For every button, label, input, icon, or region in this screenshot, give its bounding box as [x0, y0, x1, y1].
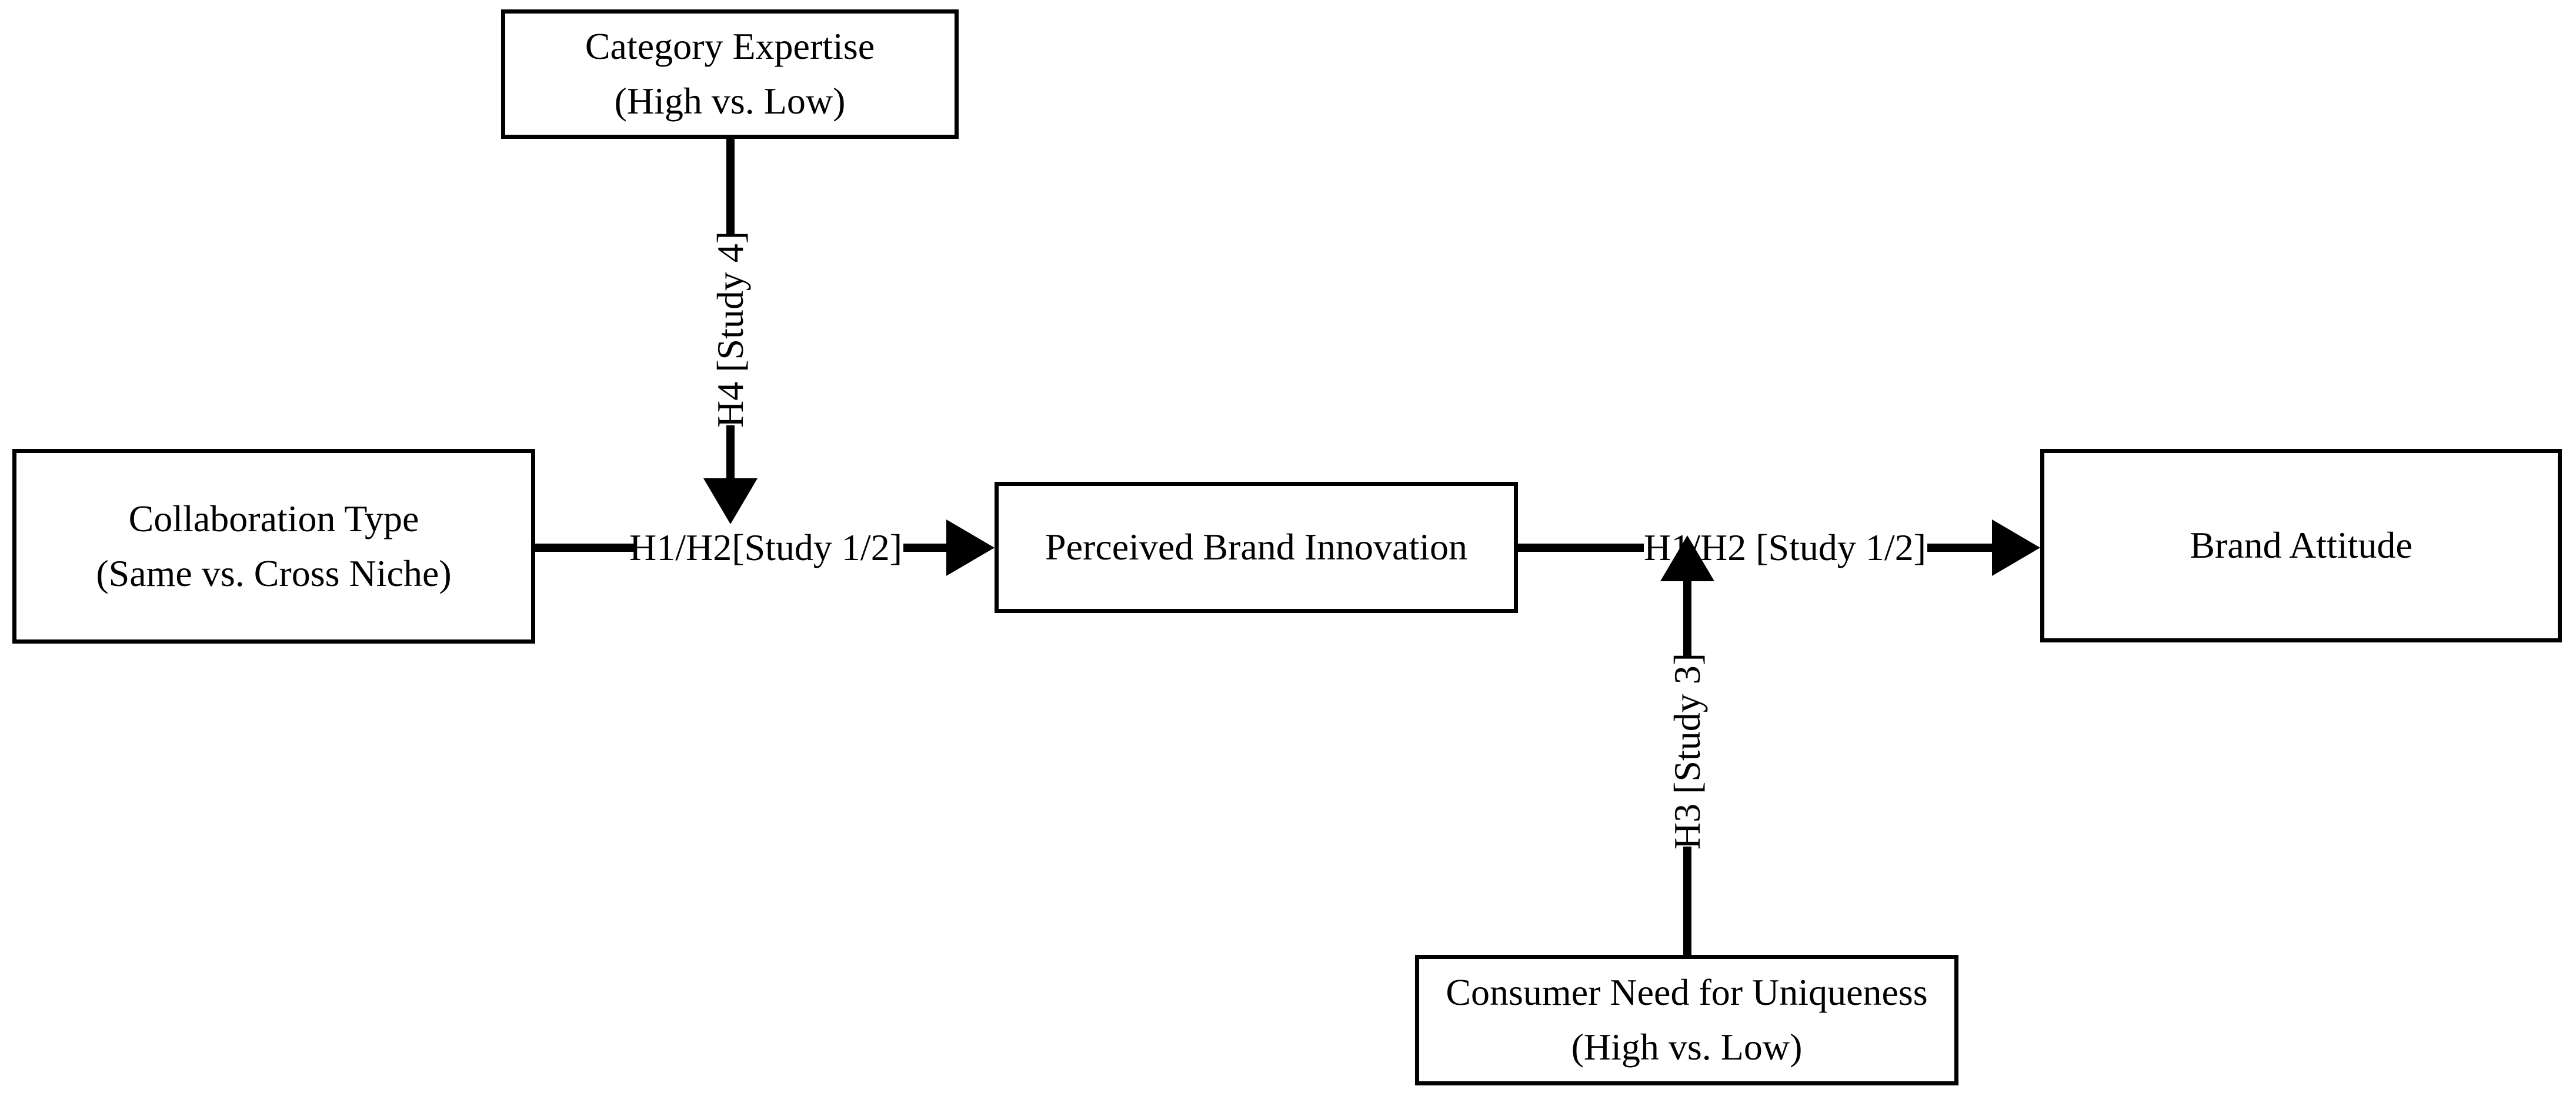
node-perceived-brand-innovation: Perceived Brand Innovation — [995, 482, 1518, 613]
edge-h1h2-left-line — [903, 544, 950, 552]
edge-h4-line — [726, 425, 735, 479]
node-category-expertise: Category Expertise (High vs. Low) — [501, 9, 959, 139]
node-collaboration-type: Collaboration Type (Same vs. Cross Niche… — [12, 449, 535, 644]
arrowhead-up-icon — [1660, 535, 1714, 581]
node-label-line: (High vs. Low) — [1571, 1026, 1803, 1068]
edge-h3-line — [1683, 847, 1691, 955]
arrowhead-right-icon — [1992, 519, 2040, 576]
node-brand-attitude: Brand Attitude — [2040, 449, 2562, 642]
node-label-line: (High vs. Low) — [614, 80, 846, 122]
edge-h4-line — [726, 138, 735, 234]
edge-h1h2-left-label: H1/H2[Study 1/2] — [629, 527, 902, 568]
edge-h1h2-left-line — [535, 544, 635, 552]
edge-h1h2-right-line — [1518, 544, 1644, 552]
node-label-line: Perceived Brand Innovation — [1045, 526, 1467, 568]
arrowhead-down-icon — [703, 478, 758, 524]
node-label-line: Category Expertise — [585, 25, 875, 68]
node-label-line: Brand Attitude — [2190, 524, 2413, 567]
arrowhead-right-icon — [946, 519, 995, 576]
node-consumer-need-for-uniqueness: Consumer Need for Uniqueness (High vs. L… — [1415, 955, 1958, 1085]
node-label-line: (Same vs. Cross Niche) — [96, 552, 452, 594]
node-label-line: Consumer Need for Uniqueness — [1446, 971, 1928, 1014]
edge-h1h2-right-line — [1927, 544, 1993, 552]
node-label-line: Collaboration Type — [128, 497, 419, 539]
edge-h3-line — [1683, 580, 1691, 656]
